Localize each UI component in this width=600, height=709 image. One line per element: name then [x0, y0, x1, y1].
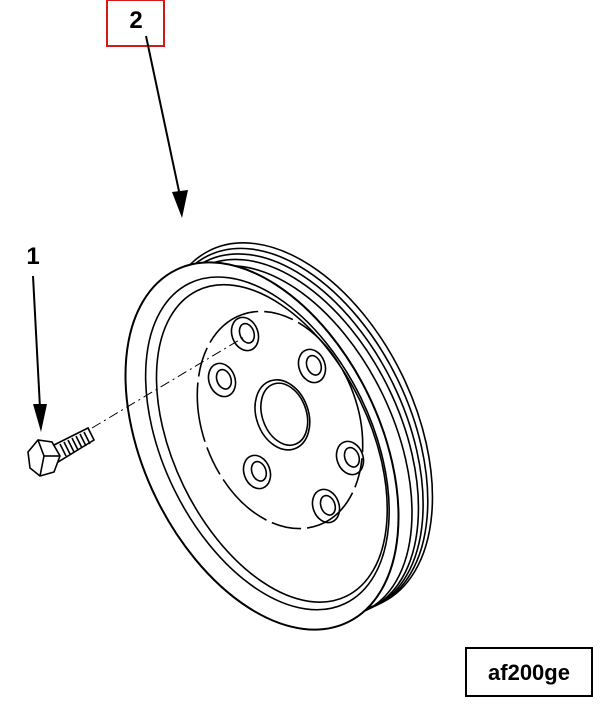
bolt-hole: [311, 488, 341, 524]
bolt-head: [27, 439, 61, 477]
bolt-hole: [207, 362, 237, 398]
pulley-front-face: [124, 261, 400, 631]
bolt-holes: [207, 316, 365, 524]
callout-2-highlight-box: [106, 0, 165, 47]
bolt-hole: [242, 454, 272, 490]
callout-1-label: 1: [26, 243, 39, 270]
bolt-hole: [297, 348, 327, 384]
bolt: [27, 426, 96, 477]
bolt-hole: [335, 440, 365, 476]
figure-code-box: [465, 647, 593, 697]
alignment-centerline: [91, 335, 247, 429]
leader-line-1: [32, 275, 47, 432]
callout-2-label: 2: [129, 7, 142, 34]
center-bore: [254, 379, 311, 451]
pulley: [124, 242, 434, 631]
figure-code: af200ge: [488, 660, 570, 685]
leader-line-2: [145, 35, 188, 218]
pulley-hub: [196, 310, 364, 530]
bolt-hole: [230, 316, 260, 352]
